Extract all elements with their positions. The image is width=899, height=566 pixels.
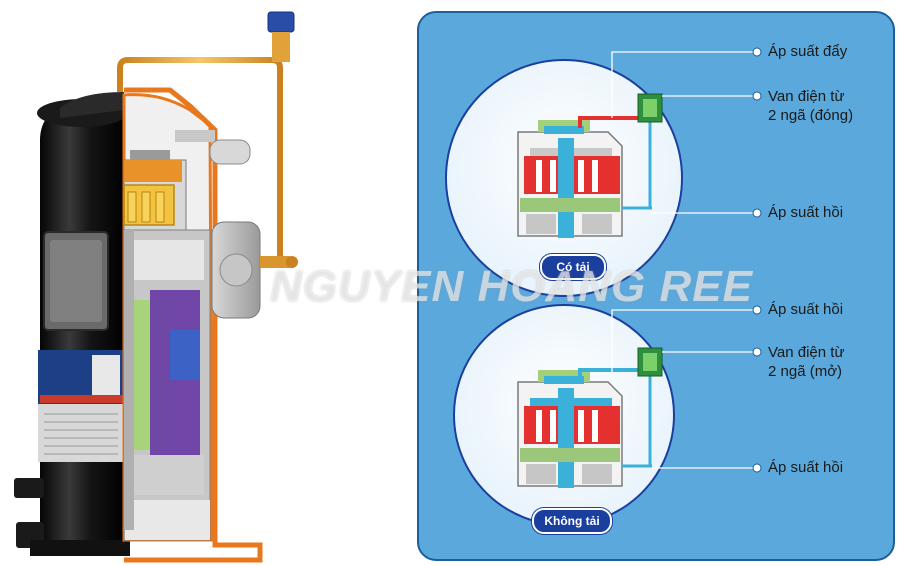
label-upper-valve-line1: Van điện từ (768, 88, 845, 105)
loaded-state-diagram (445, 59, 683, 297)
label-lower-valve-line2: 2 ngã (mở) (768, 363, 843, 380)
watermark: NGUYEN HOANG REE (270, 262, 753, 311)
label-lower-valve-line1: Van điện từ (768, 344, 845, 361)
copper-pipe (117, 57, 283, 262)
label-lower-suction-bottom: Áp suất hồi (768, 459, 844, 476)
valve-cap (267, 11, 295, 33)
label-upper-discharge: Áp suất đẩy (768, 43, 848, 60)
badge-loaded: Có tải (540, 254, 606, 280)
base-foot (14, 478, 44, 498)
label-upper-suction: Áp suất hồi (768, 204, 844, 221)
data-label (38, 404, 124, 462)
unloaded-state-diagram (453, 304, 675, 526)
shaft (124, 230, 134, 530)
compressor-cutaway (14, 11, 298, 563)
callout-dots (752, 47, 762, 473)
label-lower-suction-top: Áp suất hồi (768, 301, 844, 318)
badge-unloaded: Không tải (532, 508, 612, 534)
callout-leaders (611, 51, 756, 469)
label-upper-valve-line2: 2 ngã (đóng) (768, 107, 854, 124)
